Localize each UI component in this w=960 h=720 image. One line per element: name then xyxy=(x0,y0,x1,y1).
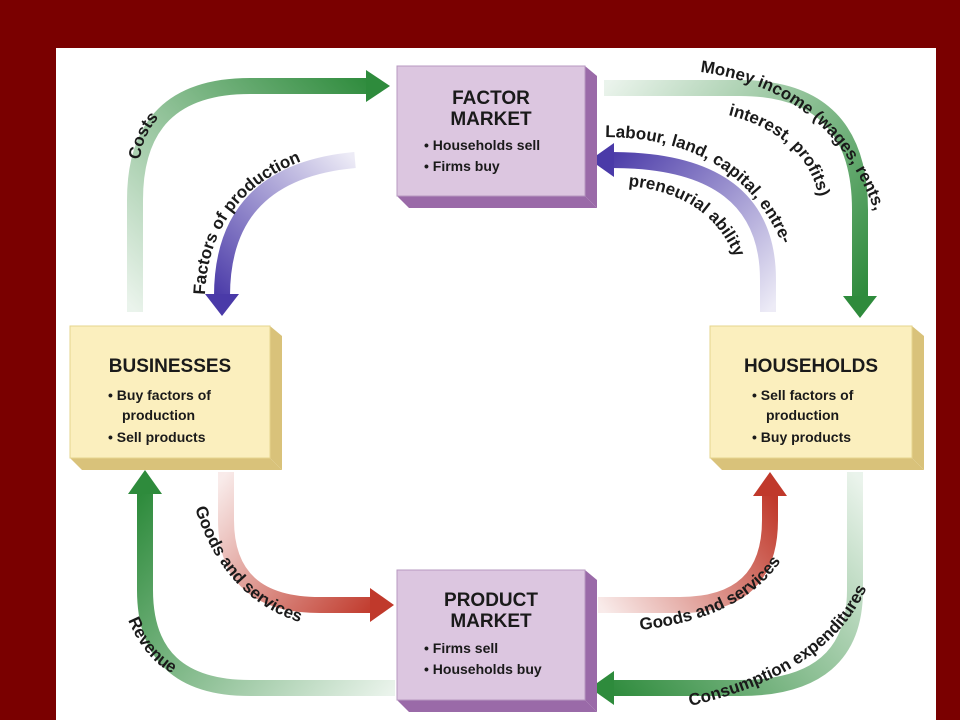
arrowhead-icon xyxy=(590,143,614,177)
households-bullet: • Buy products xyxy=(752,429,851,445)
product-market-bullet: • Households buy xyxy=(424,661,542,677)
households-bullet: • Sell factors of xyxy=(752,387,854,403)
households-title: HOUSEHOLDS xyxy=(744,356,878,377)
businesses-bullet: production xyxy=(122,407,195,423)
businesses-title: BUSINESSES xyxy=(109,356,231,377)
arrowhead-icon xyxy=(753,472,787,496)
factor-market-title-line1: FACTOR xyxy=(452,88,530,109)
product-market-box: PRODUCT MARKET • Firms sell • Households… xyxy=(396,569,597,712)
arrowhead-icon xyxy=(128,470,162,494)
businesses-box: BUSINESSES • Buy factors of production •… xyxy=(69,325,282,470)
product-market-title-line1: PRODUCT xyxy=(444,590,538,611)
arrowhead-icon xyxy=(370,588,394,622)
businesses-bullet: • Buy factors of xyxy=(108,387,211,403)
arrowhead-icon xyxy=(366,70,390,102)
arrowhead-icon xyxy=(843,296,877,318)
money-income-flow-arrow xyxy=(604,80,877,318)
households-bullet: production xyxy=(766,407,839,423)
product-market-bullet: • Firms sell xyxy=(424,640,498,656)
households-box: HOUSEHOLDS • Sell factors of production … xyxy=(709,325,924,470)
arrowhead-icon xyxy=(205,294,239,316)
costs-flow-arrow xyxy=(127,70,390,312)
goods-services-left-flow-arrow xyxy=(218,472,394,622)
factors-of-production-flow-arrow xyxy=(205,152,356,316)
factor-market-title-line2: MARKET xyxy=(450,109,532,130)
arrowhead-icon xyxy=(590,671,614,705)
goods-services-right-flow-arrow xyxy=(598,472,787,613)
revenue-flow-arrow xyxy=(128,470,395,696)
product-market-title-line2: MARKET xyxy=(450,611,532,632)
factor-market-box: FACTOR MARKET • Households sell • Firms … xyxy=(396,65,597,208)
consumption-flow-arrow xyxy=(590,472,863,705)
factor-market-bullet: • Firms buy xyxy=(424,158,500,174)
labour-land-capital-flow-arrow xyxy=(590,143,776,312)
businesses-bullet: • Sell products xyxy=(108,429,206,445)
factor-market-bullet: • Households sell xyxy=(424,137,540,153)
